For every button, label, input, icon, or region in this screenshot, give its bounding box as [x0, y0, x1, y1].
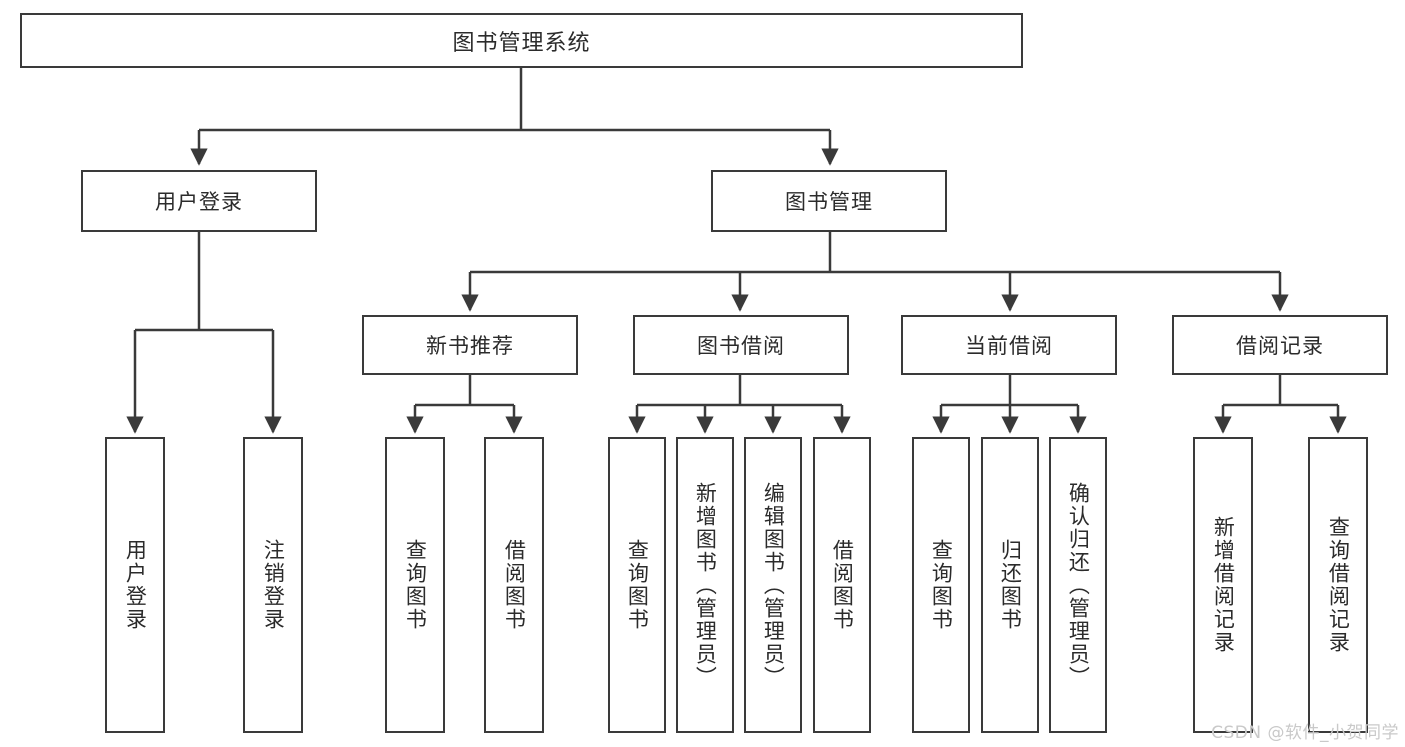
node-label: 归还图书 — [998, 539, 1023, 631]
node-label: 用户登录 — [155, 190, 243, 214]
node-new-book-recommend[interactable]: 新书推荐 — [362, 315, 578, 375]
leaf-borrow-record-query[interactable]: 查询借阅记录 — [1308, 437, 1368, 733]
leaf-book-borrow-add-admin[interactable]: 新增图书（管理员） — [676, 437, 734, 733]
node-label: 借阅图书 — [502, 539, 527, 631]
node-label: 图书管理 — [785, 190, 873, 214]
leaf-new-book-borrow[interactable]: 借阅图书 — [484, 437, 544, 733]
node-root-book-management-system[interactable]: 图书管理系统 — [20, 13, 1023, 68]
node-current-borrow[interactable]: 当前借阅 — [901, 315, 1117, 375]
node-label: 借阅图书 — [830, 539, 855, 631]
node-label: 新增图书（管理员） — [693, 481, 718, 689]
node-label: 确认归还（管理员） — [1066, 481, 1091, 689]
node-user-login[interactable]: 用户登录 — [81, 170, 317, 232]
node-label: 查询图书 — [625, 539, 650, 631]
node-label: 新书推荐 — [426, 334, 514, 358]
node-label: 编辑图书（管理员） — [761, 481, 786, 689]
leaf-current-borrow-return[interactable]: 归还图书 — [981, 437, 1039, 733]
node-label: 查询借阅记录 — [1326, 516, 1351, 654]
node-label: 新增借阅记录 — [1211, 516, 1236, 654]
node-borrow-record[interactable]: 借阅记录 — [1172, 315, 1388, 375]
leaf-borrow-record-add[interactable]: 新增借阅记录 — [1193, 437, 1253, 733]
leaf-book-borrow-query[interactable]: 查询图书 — [608, 437, 666, 733]
leaf-user-login-logout[interactable]: 注销登录 — [243, 437, 303, 733]
leaf-new-book-query[interactable]: 查询图书 — [385, 437, 445, 733]
node-label: 注销登录 — [261, 539, 286, 631]
leaf-current-borrow-confirm-admin[interactable]: 确认归还（管理员） — [1049, 437, 1107, 733]
node-label: 借阅记录 — [1236, 334, 1324, 358]
node-label: 查询图书 — [929, 539, 954, 631]
node-label: 图书借阅 — [697, 334, 785, 358]
leaf-book-borrow-borrow[interactable]: 借阅图书 — [813, 437, 871, 733]
node-label: 用户登录 — [123, 539, 148, 631]
watermark: CSDN @软件_小贺同学 — [1211, 723, 1399, 743]
leaf-book-borrow-edit-admin[interactable]: 编辑图书（管理员） — [744, 437, 802, 733]
node-book-borrow[interactable]: 图书借阅 — [633, 315, 849, 375]
leaf-current-borrow-query[interactable]: 查询图书 — [912, 437, 970, 733]
node-book-management[interactable]: 图书管理 — [711, 170, 947, 232]
node-label: 当前借阅 — [965, 334, 1053, 358]
node-label: 查询图书 — [403, 539, 428, 631]
leaf-user-login-login[interactable]: 用户登录 — [105, 437, 165, 733]
node-label: 图书管理系统 — [452, 30, 591, 56]
